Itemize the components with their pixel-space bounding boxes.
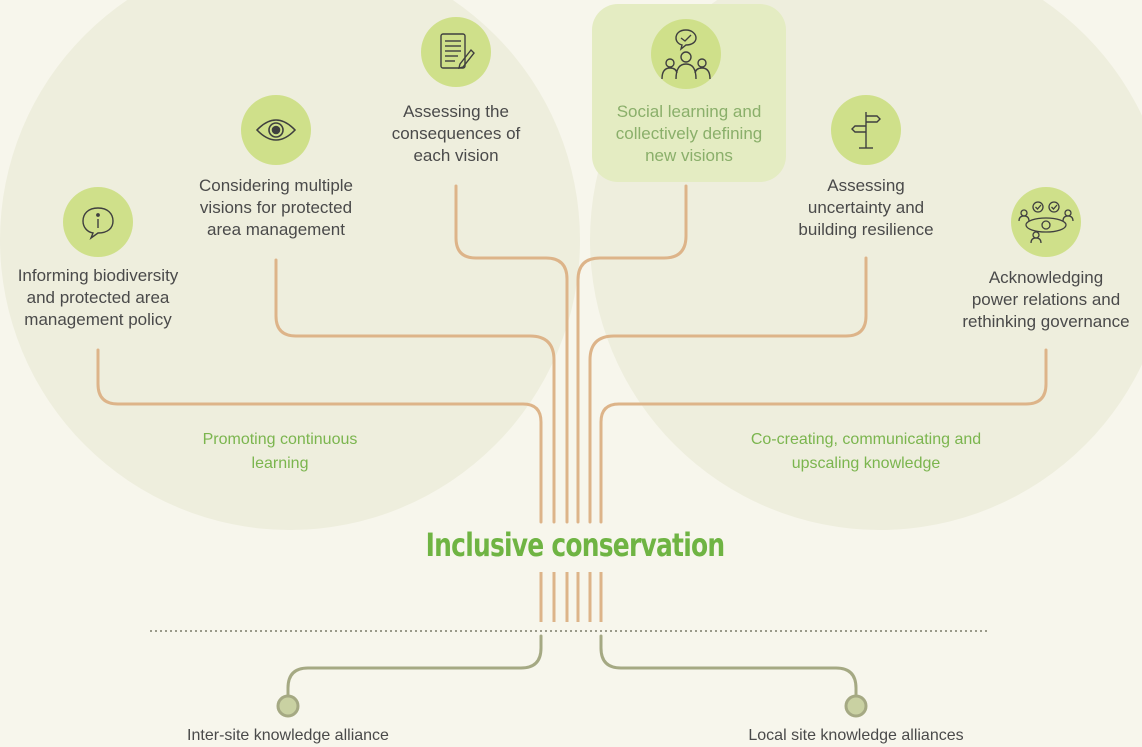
practice-label-social-learning: Social learning and collectively definin… bbox=[615, 102, 763, 165]
group-discussion-icon bbox=[651, 19, 721, 89]
alliance-label-right: Local site knowledge alliances bbox=[748, 727, 964, 744]
meeting-table-icon bbox=[1011, 187, 1081, 257]
practice-label-policy: Informing biodiversity and protected are… bbox=[17, 266, 179, 329]
branch-consequences bbox=[454, 184, 569, 524]
document-pencil-icon bbox=[421, 17, 491, 87]
signpost-icon bbox=[831, 95, 901, 165]
branch-governance bbox=[599, 348, 1048, 524]
root-node-left bbox=[276, 694, 300, 718]
branch-policy bbox=[96, 348, 543, 524]
root-left bbox=[286, 634, 543, 702]
branch-resilience bbox=[588, 256, 868, 524]
practice-label-visions: Considering multiple visions for protect… bbox=[198, 176, 354, 239]
branch-visions bbox=[274, 258, 556, 524]
eye-icon bbox=[241, 95, 311, 165]
root-right bbox=[599, 634, 858, 702]
theme-label-right: Co-creating, communicating and upscaling… bbox=[750, 431, 982, 472]
branch-social-learning bbox=[576, 184, 688, 524]
practice-label-consequences: Assessing the consequences of each visio… bbox=[391, 102, 521, 165]
practice-label-governance: Acknowledging power relations and rethin… bbox=[962, 268, 1130, 331]
alliance-label-left: Inter-site knowledge alliance bbox=[187, 727, 389, 744]
left-halo bbox=[0, 0, 580, 530]
theme-label-left: Promoting continuous learning bbox=[202, 431, 358, 472]
info-bubble-icon bbox=[63, 187, 133, 257]
root-node-right bbox=[844, 694, 868, 718]
practice-label-resilience: Assessing uncertainty and building resil… bbox=[798, 176, 934, 239]
diagram-title: Inclusive conservation bbox=[425, 526, 725, 564]
